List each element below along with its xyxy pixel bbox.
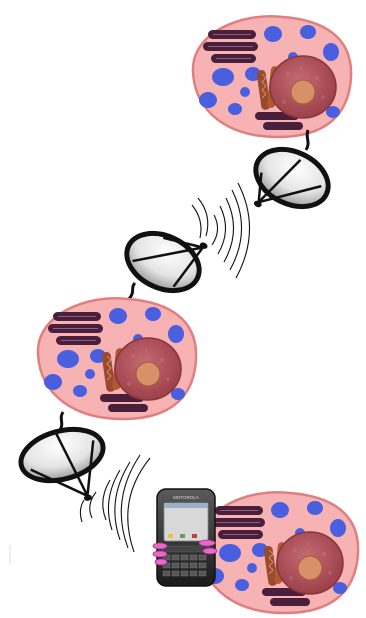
satellite-dish-icon	[15, 421, 116, 515]
smartphone-icon: MOTOROLA	[153, 489, 217, 586]
cell-stem	[306, 130, 308, 150]
cell-icon	[200, 492, 358, 613]
satellite-dish-icon	[240, 138, 337, 231]
cell-icon	[193, 16, 351, 137]
cell-icon	[38, 298, 196, 419]
cell-stem	[128, 283, 135, 300]
phone-brand-label: MOTOROLA	[173, 495, 199, 500]
